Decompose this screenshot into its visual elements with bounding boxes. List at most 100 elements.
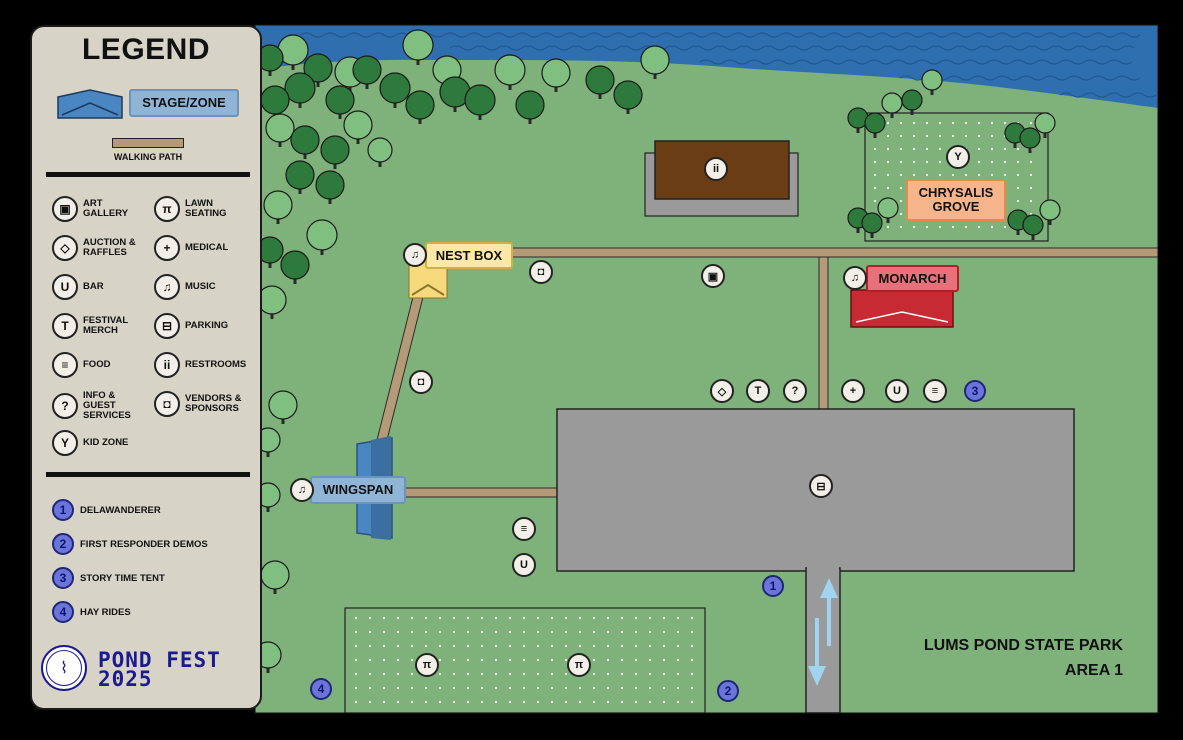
question-icon[interactable]: ? — [783, 379, 807, 403]
tree — [585, 65, 615, 95]
car-icon[interactable]: ⊟ — [809, 474, 833, 498]
entrance-road — [805, 567, 841, 714]
hay-rides-marker[interactable]: 4 — [310, 678, 332, 700]
restroom-icon[interactable]: ii — [704, 157, 728, 181]
monarch-label[interactable]: MONARCH — [866, 265, 959, 292]
legend-label: DELAWANDERER — [80, 504, 161, 516]
tree — [494, 54, 526, 86]
stage-zone-icon — [57, 89, 123, 119]
nest-box-label[interactable]: NEST BOX — [425, 242, 513, 269]
legend-item-vendors: ◘ VENDORS & SPONSORS — [154, 391, 249, 417]
legend-numbered-4: 4 HAY RIDES — [52, 601, 131, 623]
medical-cross-icon[interactable]: + — [841, 379, 865, 403]
beer-mug-icon[interactable]: U — [512, 553, 536, 577]
legend-label: AUCTION & RAFFLES — [83, 237, 136, 258]
tree — [541, 58, 571, 88]
food-icon[interactable]: ≡ — [512, 517, 536, 541]
legend-label: MEDICAL — [185, 242, 229, 253]
chrysalis-grove-label-line2: GROVE — [932, 199, 980, 214]
tree — [515, 90, 545, 120]
tree — [260, 85, 290, 115]
walking-path-main — [444, 247, 1159, 258]
legend-label: STORY TIME TENT — [80, 572, 165, 584]
legend-panel: LEGEND STAGE/ZONE WALKING PATH ▣ ART GAL… — [30, 25, 262, 710]
tshirt-icon: T — [52, 313, 78, 339]
picnic-table-icon[interactable]: π — [567, 653, 591, 677]
kid-icon: Y — [52, 430, 78, 456]
legend-item-bar: U BAR — [52, 274, 147, 300]
tree — [352, 55, 382, 85]
legend-label: FIRST RESPONDER DEMOS — [80, 538, 208, 550]
tree — [343, 110, 373, 140]
diamond-icon: ◇ — [52, 235, 78, 261]
tree — [1019, 127, 1041, 149]
legend-label: ART GALLERY — [83, 198, 129, 219]
legend-divider-1 — [46, 172, 250, 177]
food-icon: ≡ — [52, 352, 78, 378]
legend-label: BAR — [83, 281, 104, 292]
tree — [257, 285, 287, 315]
car-icon: ⊟ — [154, 313, 180, 339]
beer-mug-icon: U — [52, 274, 78, 300]
music-note-icon[interactable]: ♫ — [290, 478, 314, 502]
chrysalis-grove-label-line1: CHRYSALIS — [918, 185, 994, 200]
picnic-table-icon: π — [154, 196, 180, 222]
legend-item-merch: T FESTIVAL MERCH — [52, 313, 147, 339]
number-badge: 1 — [52, 499, 74, 521]
diamond-icon[interactable]: ◇ — [710, 379, 734, 403]
tree — [464, 84, 496, 116]
art-gallery-icon[interactable]: ▣ — [701, 264, 725, 288]
tree — [280, 250, 310, 280]
tree — [1039, 199, 1061, 221]
park-name: LUMS POND STATE PARK — [923, 637, 1123, 654]
music-note-icon[interactable]: ♫ — [403, 243, 427, 267]
music-note-icon: ♫ — [154, 274, 180, 300]
legend-item-info: ? INFO & GUEST SERVICES — [52, 391, 147, 421]
wingspan-label[interactable]: WINGSPAN — [310, 476, 406, 504]
legend-item-food: ≡ FOOD — [52, 352, 147, 378]
tree — [861, 212, 883, 234]
legend-item-lawn-seating: π LAWN SEATING — [154, 196, 249, 222]
pond-fest-brand: POND FEST 2025 — [98, 650, 221, 690]
tree — [268, 390, 298, 420]
tree — [284, 72, 316, 104]
legend-label: RESTROOMS — [185, 359, 247, 370]
legend-item-kid-zone: Y KID ZONE — [52, 430, 147, 456]
beer-mug-icon[interactable]: U — [885, 379, 909, 403]
area-label: AREA 1 — [1064, 662, 1123, 679]
legend-label: FESTIVAL MERCH — [83, 315, 129, 336]
monarch-stage — [850, 289, 954, 328]
legend-numbered-2: 2 FIRST RESPONDER DEMOS — [52, 533, 208, 555]
tshirt-icon[interactable]: T — [746, 379, 770, 403]
legend-divider-2 — [46, 472, 250, 477]
shopping-bag-icon: ◘ — [154, 391, 180, 417]
tree — [921, 69, 943, 91]
kid-icon[interactable]: Y — [946, 145, 970, 169]
legend-label: HAY RIDES — [80, 606, 131, 618]
story-time-marker[interactable]: 3 — [964, 380, 986, 402]
medical-cross-icon: + — [154, 235, 180, 261]
tree — [1034, 112, 1056, 134]
tree — [303, 53, 333, 83]
water-waves — [299, 32, 1157, 98]
legend-label: MUSIC — [185, 281, 216, 292]
shopping-bag-icon[interactable]: ◘ — [409, 370, 433, 394]
chrysalis-grove-label[interactable]: CHRYSALIS GROVE — [906, 179, 1006, 221]
friends-of-lums-pond-logo: ⌇ — [41, 645, 87, 691]
first-responder-marker[interactable]: 2 — [717, 680, 739, 702]
delawanderer-marker[interactable]: 1 — [762, 575, 784, 597]
tree — [260, 560, 290, 590]
shopping-bag-icon[interactable]: ◘ — [529, 260, 553, 284]
picnic-table-icon[interactable]: π — [415, 653, 439, 677]
tree — [306, 219, 338, 251]
tree — [1022, 214, 1044, 236]
number-badge: 3 — [52, 567, 74, 589]
number-badge: 4 — [52, 601, 74, 623]
legend-label: LAWN SEATING — [185, 198, 227, 219]
music-note-icon[interactable]: ♫ — [843, 266, 867, 290]
walking-path-vertical — [818, 256, 829, 410]
walking-path-label: WALKING PATH — [113, 152, 183, 162]
legend-item-parking: ⊟ PARKING — [154, 313, 249, 339]
food-icon[interactable]: ≡ — [923, 379, 947, 403]
tree — [864, 112, 886, 134]
